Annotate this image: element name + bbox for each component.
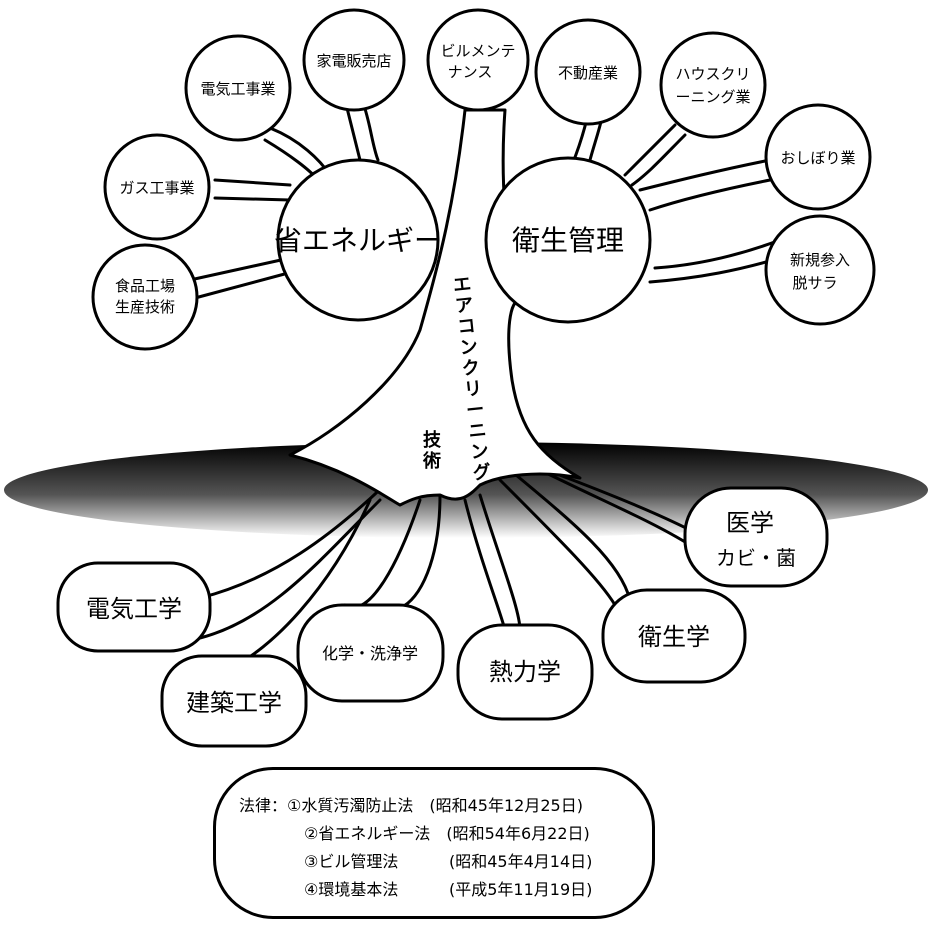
- law-row-2: ②省エネルギー法 (昭和54年6月22日): [304, 820, 590, 844]
- root-hygiene: [601, 588, 747, 684]
- trunk-char-0: エ: [452, 274, 472, 297]
- root-chemistry-label: 化学・洗浄学: [322, 644, 418, 663]
- leaf-oshibori-label: おしぼり業: [780, 149, 855, 167]
- law-date-1: (昭和45年12月25日): [429, 796, 583, 815]
- trunk-char-4: ク: [461, 357, 481, 380]
- leaf-food-factory-label-2: 生産技術: [115, 298, 175, 316]
- trunk-char-8: ン: [470, 441, 490, 464]
- leaf-oshibori: [764, 103, 872, 211]
- root-architecture: [160, 654, 308, 748]
- leaf-realestate: [534, 18, 642, 126]
- leaf-new-entry-label-1: 新規参入: [790, 251, 850, 269]
- hub-energy-saving: [276, 158, 440, 322]
- leaf-food-factory-label-1: 食品工場: [115, 277, 175, 295]
- leaf-new-entry-label-2: 脱サラ: [792, 274, 837, 292]
- leaf-gas: [103, 133, 211, 241]
- leaf-appliance: [302, 8, 406, 112]
- trunk: [288, 108, 582, 507]
- root-thermodynamics-label: 熱力学: [489, 658, 561, 686]
- trunk-char-5: リ: [463, 378, 483, 401]
- leaf-new-entry: [764, 214, 876, 326]
- leaf-house-cleaning-label-2: ーニング業: [675, 88, 750, 106]
- trunk-char-1: ア: [454, 294, 474, 317]
- law-name-2: ②省エネルギー法: [304, 824, 431, 843]
- root-architecture-label: 建築工学: [186, 689, 282, 717]
- trunk-char-3: ン: [459, 336, 479, 359]
- leaf-electric-work: [184, 34, 292, 142]
- hub-hygiene-management: [484, 156, 652, 324]
- trunk-sub-char-1: 術: [422, 450, 441, 472]
- trunk-sub-char-0: 技: [423, 429, 442, 451]
- root-electrical-engineering: [56, 561, 212, 653]
- trunk-char-2: コ: [456, 315, 476, 338]
- root-medical-label-1: 医学: [726, 509, 774, 537]
- root-medical: [683, 486, 829, 588]
- law-row-4: ④環境基本法 (平成5年11月19日): [304, 876, 592, 900]
- leaf-house-cleaning-label-1: ハウスクリ: [675, 65, 750, 83]
- leaf-building-label-2: ナンス: [448, 63, 493, 81]
- hub-hygiene-management-label: 衛生管理: [512, 224, 624, 257]
- law-row-3: ③ビル管理法 (昭和45年4月14日): [304, 848, 592, 872]
- law-date-2: (昭和54年6月22日): [446, 824, 590, 843]
- law-row-1: 法律：①水質汚濁防止法 (昭和45年12月25日): [239, 792, 583, 816]
- trunk-char-6: ー: [465, 399, 485, 422]
- root-hygiene-label: 衛生学: [638, 623, 710, 651]
- trunk-label: エ ア コ ン ク リ ー ニ ン グ: [452, 274, 492, 485]
- root-electrical-engineering-label: 電気工学: [86, 595, 182, 623]
- leaf-gas-label: ガス工事業: [119, 179, 194, 197]
- law-name-1: ①水質汚濁防止法: [287, 796, 414, 815]
- law-date-4: (平成5年11月19日): [449, 880, 593, 899]
- hub-energy-saving-label: 省エネルギー: [274, 224, 442, 257]
- leaf-house-cleaning: [659, 31, 767, 139]
- leaf-appliance-label: 家電販売店: [316, 52, 391, 70]
- leaf-building-maintenance: [426, 8, 530, 112]
- root-medical-label-2: カビ・菌: [716, 546, 796, 570]
- law-date-3: (昭和45年4月14日): [449, 852, 593, 871]
- root-thermodynamics: [456, 623, 594, 721]
- leaf-building-label-1: ビルメンテ: [440, 42, 515, 60]
- leaf-realestate-label: 不動産業: [558, 64, 618, 82]
- trunk-char-9: グ: [472, 461, 492, 485]
- law-name-4: ④環境基本法: [304, 880, 399, 899]
- leaf-food-factory: [91, 243, 199, 351]
- trunk-char-7: ニ: [467, 420, 487, 443]
- law-name-3: ③ビル管理法: [304, 852, 399, 871]
- law-prefix: 法律：: [239, 796, 288, 815]
- leaf-electric-work-label: 電気工事業: [200, 80, 275, 98]
- laws-box: 法律：①水質汚濁防止法 (昭和45年12月25日) ②省エネルギー法 (昭和54年6…: [213, 767, 655, 919]
- root-chemistry: [296, 603, 445, 703]
